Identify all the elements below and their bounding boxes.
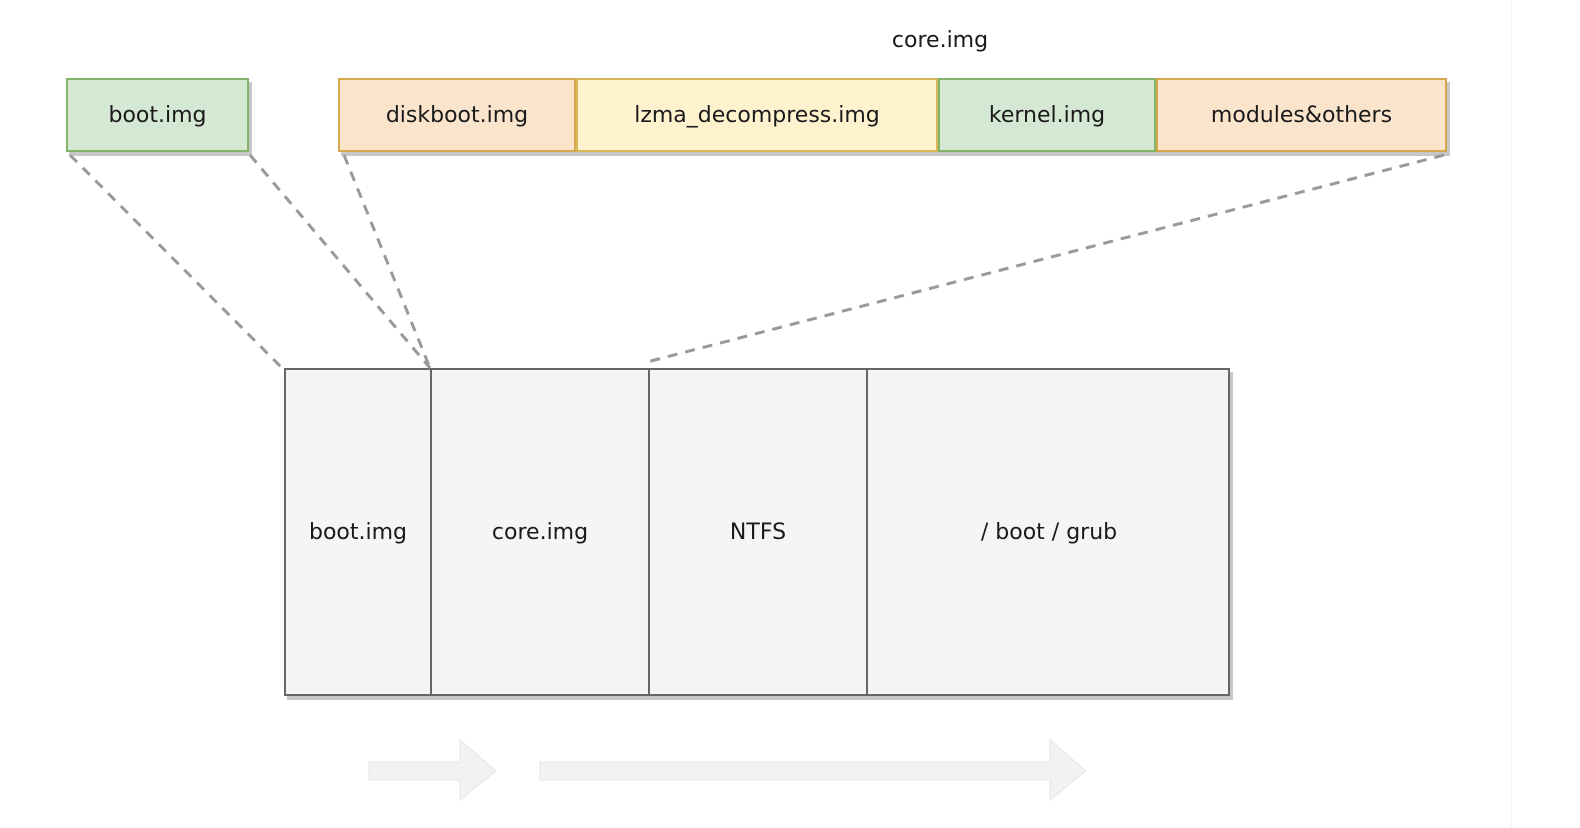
disk-core-img-label: core.img [491,519,589,545]
disk-ntfs-cell: NTFS [650,370,868,694]
kernel-img-box: kernel.img [938,78,1156,152]
diskboot-img-label: diskboot.img [385,102,529,128]
kernel-img-label: kernel.img [988,102,1106,128]
arrow-core-onward [539,738,1087,802]
connector-core-right [646,153,1445,364]
disk-core-img-cell: core.img [432,370,650,694]
lzma-decompress-img-label: lzma_decompress.img [634,102,880,128]
arrow-boot-to-core [368,738,497,802]
boot-img-label: boot.img [108,102,207,128]
diskboot-img-box: diskboot.img [338,78,576,152]
lzma-decompress-img-box: lzma_decompress.img [576,78,938,152]
disk-ntfs-label: NTFS [729,519,787,545]
disk-boot-img-cell: boot.img [286,370,432,694]
connector-boot-left [68,153,286,372]
connector-boot-right [248,154,432,369]
boot-img-box: boot.img [66,78,249,152]
disk-boot-img-label: boot.img [308,519,407,545]
disk-layout: boot.img core.img NTFS / boot / grub [284,368,1230,696]
connector-core-left [342,154,432,369]
modules-others-box: modules&others [1156,78,1447,152]
core-img-group-label: core.img [891,28,989,53]
modules-others-label: modules&others [1210,102,1393,128]
disk-boot-grub-cell: / boot / grub [868,370,1230,694]
disk-boot-grub-label: / boot / grub [980,519,1118,545]
canvas-edge-line [1511,0,1512,828]
